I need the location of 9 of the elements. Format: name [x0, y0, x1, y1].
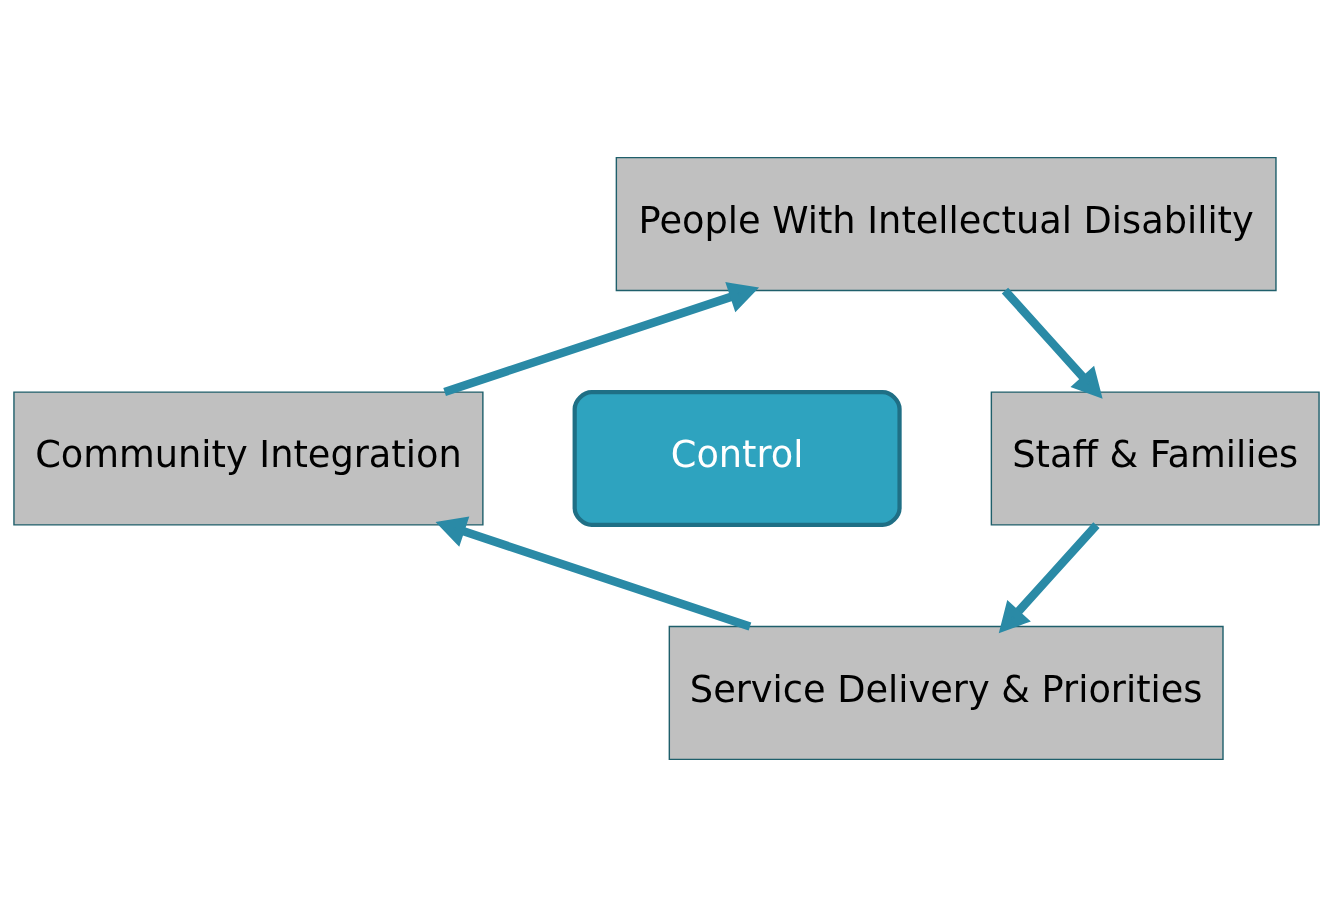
- node-box: Control: [572, 390, 902, 527]
- node-box: Community Integration: [13, 391, 484, 526]
- arrow: [435, 516, 752, 631]
- node-box: Service Delivery & Priorities: [668, 625, 1224, 761]
- arrow: [1001, 287, 1103, 399]
- node-box: People With Intellectual Disability: [615, 156, 1277, 292]
- node-box: Staff & Families: [990, 391, 1320, 526]
- arrow: [443, 282, 760, 396]
- arrow: [998, 522, 1100, 634]
